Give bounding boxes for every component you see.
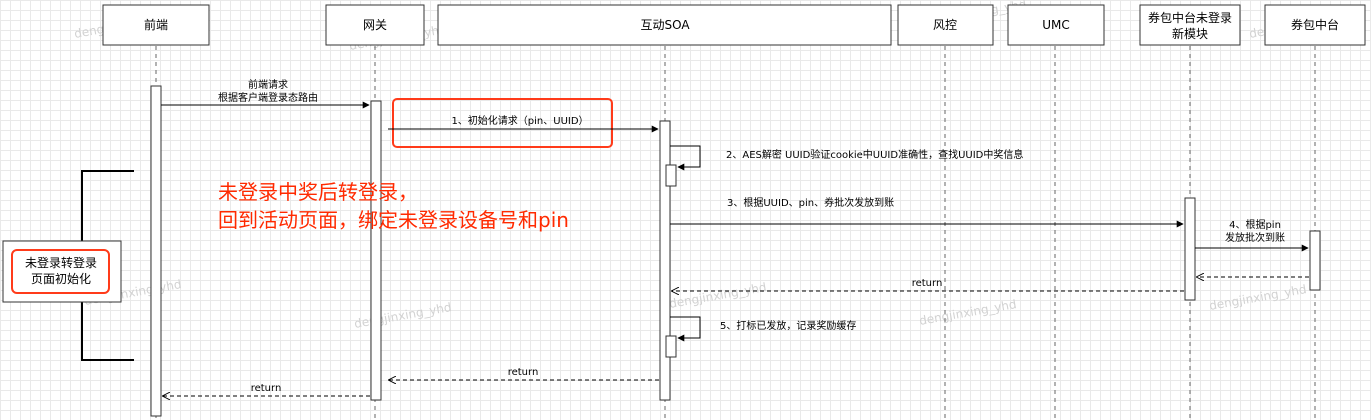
lifelines bbox=[155, 46, 1316, 420]
message-frontend-request-line1: 前端请求 bbox=[248, 78, 288, 91]
watermark-text: dengjinxing_yhd bbox=[918, 297, 1017, 328]
activation-frontend[interactable] bbox=[150, 85, 162, 417]
side-box-line2: 页面初始化 bbox=[31, 272, 91, 286]
participant-risk[interactable]: 风控 bbox=[897, 4, 994, 46]
activation-gateway[interactable] bbox=[370, 100, 382, 401]
participant-label: UMC bbox=[1042, 18, 1070, 32]
watermark-text: dengjinxing_yhd bbox=[1208, 282, 1307, 313]
activation-soa-self-5[interactable] bbox=[665, 335, 677, 358]
participant-new-module[interactable]: 券包中台未登录 新模块 bbox=[1139, 4, 1241, 46]
annotation-line1: 未登录中奖后转登录， bbox=[218, 180, 418, 204]
watermark-text: dengjinxing_yhd bbox=[353, 300, 452, 331]
activation-coupon[interactable] bbox=[1309, 230, 1321, 291]
message-return-new-module-label: return bbox=[912, 278, 943, 289]
message-frontend-request-line2: 根据客户端登录态路由 bbox=[218, 91, 318, 104]
participant-label: 网关 bbox=[363, 18, 387, 32]
message-grant-line2: 发放批次到账 bbox=[1225, 231, 1285, 244]
watermark-text: dengjinxing_yhd bbox=[668, 280, 767, 311]
activation-soa[interactable] bbox=[659, 120, 671, 401]
participant-frontend[interactable]: 前端 bbox=[102, 4, 210, 46]
message-return-soa-label: return bbox=[508, 367, 539, 378]
participant-label: 前端 bbox=[144, 17, 168, 32]
message-dispatch-label: 3、根据UUID、pin、券批次发放到账 bbox=[727, 196, 894, 209]
participant-gateway[interactable]: 网关 bbox=[325, 4, 425, 46]
side-box-frame[interactable] bbox=[2, 240, 122, 303]
side-box-line1: 未登录转登录 bbox=[25, 255, 97, 270]
participant-soa[interactable]: 互动SOA bbox=[437, 4, 892, 46]
participant-label: 风控 bbox=[933, 18, 957, 32]
participant-label: 券包中台 bbox=[1291, 17, 1339, 32]
message-init-request-label: 1、初始化请求（pin、UUID） bbox=[451, 114, 588, 127]
activation-soa-self-2[interactable] bbox=[665, 164, 677, 187]
highlight-box-init-request bbox=[392, 98, 613, 148]
activation-new-module[interactable] bbox=[1184, 197, 1196, 301]
message-return-gateway-label: return bbox=[251, 383, 282, 394]
watermarks: dengjinxing_yhd dengjinxing_yhd dengjinx… bbox=[73, 0, 1347, 331]
participant-coupon[interactable]: 券包中台 bbox=[1264, 4, 1366, 46]
message-self-mark-label: 5、打标已发放，记录奖励缓存 bbox=[720, 319, 856, 332]
message-self-decrypt-arrow[interactable] bbox=[670, 145, 701, 171]
highlight-box-side bbox=[11, 249, 110, 294]
message-grant-line1: 4、根据pin bbox=[1229, 218, 1281, 231]
annotation-line2: 回到活动页面，绑定未登录设备号和pin bbox=[218, 208, 569, 232]
message-self-decrypt-label: 2、AES解密 UUID验证cookie中UUID准确性，查找UUID中奖信息 bbox=[726, 148, 1023, 161]
participant-label-line1: 券包中台未登录 bbox=[1148, 10, 1232, 25]
participant-label: 互动SOA bbox=[640, 18, 690, 32]
message-self-mark-arrow[interactable] bbox=[670, 316, 701, 342]
participant-label-line2: 新模块 bbox=[1172, 26, 1208, 41]
participant-umc[interactable]: UMC bbox=[1007, 4, 1105, 46]
